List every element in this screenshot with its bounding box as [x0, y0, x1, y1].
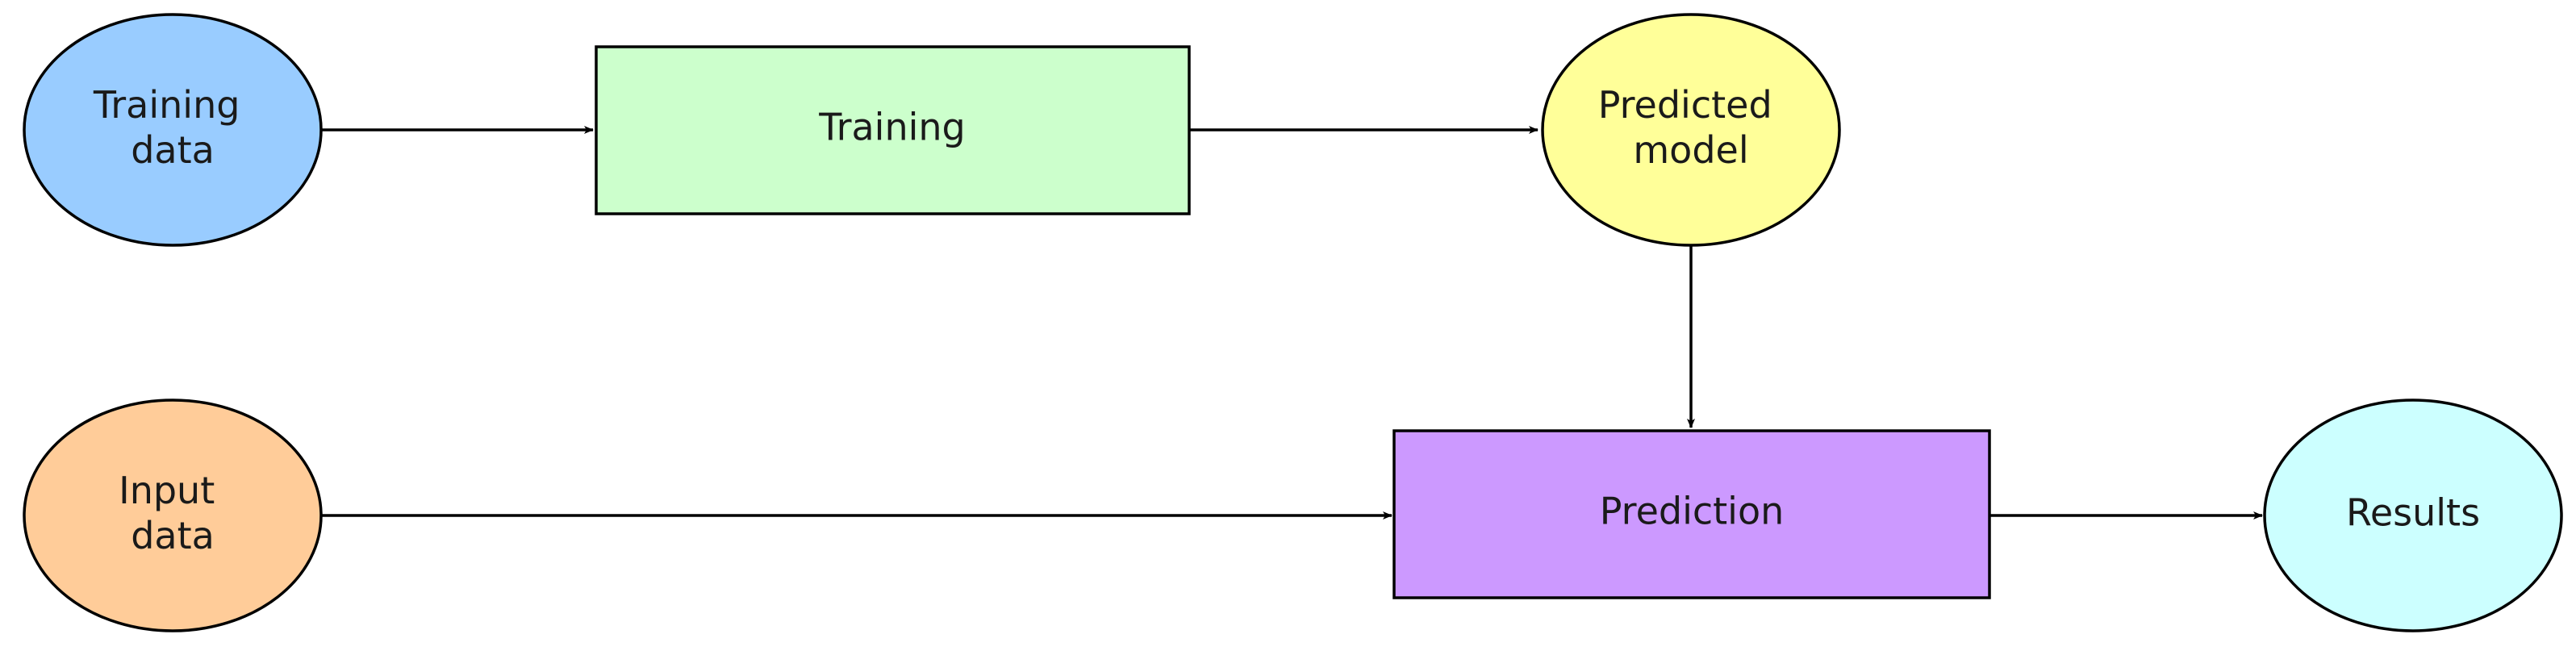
training-data-label: Training data: [93, 83, 252, 172]
training-data-label-line-2: data: [131, 128, 215, 172]
edges: [321, 126, 2263, 520]
node-input-data: Input data: [23, 399, 323, 632]
predicted-model-ellipse: [1541, 13, 1841, 247]
input-data-label: Input data: [119, 469, 227, 557]
node-training-data: Training data: [23, 13, 323, 247]
predicted-model-label-line-2: model: [1633, 128, 1748, 172]
node-prediction: Prediction: [1392, 429, 1991, 599]
node-results: Results: [2263, 399, 2563, 632]
prediction-rect: [1392, 429, 1991, 599]
input-data-label-line-2: data: [131, 514, 215, 557]
results-ellipse: [2263, 399, 2563, 632]
prediction-label: Prediction: [1600, 490, 1785, 533]
input-data-ellipse: [23, 399, 323, 632]
training-rect: [595, 45, 1191, 215]
training-data-label-line-1: Training: [93, 83, 240, 127]
predicted-model-label: Predicted model: [1598, 83, 1785, 172]
results-label: Results: [2346, 491, 2480, 535]
predicted-model-label-line-1: Predicted: [1598, 83, 1772, 127]
training-label: Training: [818, 106, 966, 149]
node-predicted-model: Predicted model: [1541, 13, 1841, 247]
node-training: Training: [595, 45, 1191, 215]
training-data-ellipse: [23, 13, 323, 247]
input-data-label-line-1: Input: [119, 469, 215, 512]
